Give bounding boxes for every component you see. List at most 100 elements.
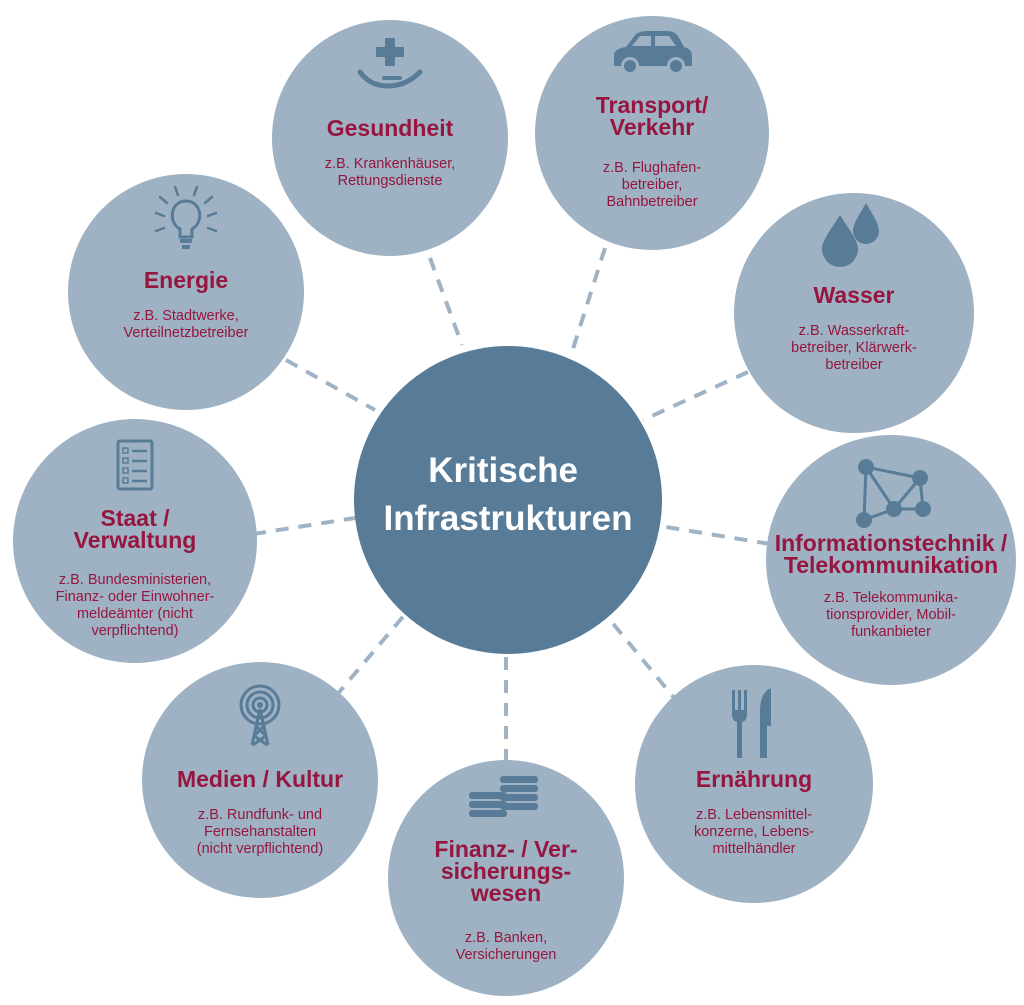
sector-node-finanz: Finanz- / Ver-sicherungs-wesen z.B. Banke… [388, 760, 624, 996]
connector-transport [570, 247, 607, 353]
sector-description-line: z.B. Rundfunk- und [198, 807, 322, 823]
sector-title-line: Telekommunikation [784, 552, 998, 578]
sector-circle [388, 760, 624, 996]
sector-circle [766, 435, 1016, 685]
sector-description-line: z.B. Wasserkraft- [799, 323, 910, 339]
sector-node-energie: Energie z.B. Stadtwerke,Verteilnetzbetrei… [68, 174, 304, 410]
connectors [252, 247, 771, 762]
sector-title: Gesundheit [327, 115, 454, 141]
center-title: Kritische Infrastrukturen [384, 451, 633, 538]
center-circle [354, 346, 662, 654]
sector-title-line: Verkehr [610, 114, 694, 140]
sector-title: Transport/Verkehr [596, 92, 709, 140]
sector-description: z.B. Lebensmittel-konzerne, Lebens-mitte… [694, 807, 814, 857]
sector-description-line: mittelhändler [712, 841, 795, 857]
sector-description-line: betreiber, [622, 177, 682, 193]
center-node: Kritische Infrastrukturen [354, 346, 662, 654]
sector-circle [535, 16, 769, 250]
sector-title-line: wesen [470, 880, 541, 906]
network-icon [856, 459, 931, 528]
sector-description-line: konzerne, Lebens- [694, 824, 814, 840]
sector-title-line: sicherungs- [441, 858, 571, 884]
sector-description-line: tionsprovider, Mobil- [826, 607, 956, 623]
sector-node-wasser: Wasser z.B. Wasserkraft-betreiber, Klärwe… [734, 193, 974, 433]
sector-nodes: Gesundheit z.B. Krankenhäuser,Rettungsdie… [13, 16, 1016, 996]
connector-medien [333, 610, 409, 699]
sector-description-line: z.B. Stadtwerke, [133, 308, 239, 324]
sector-description-line: Fernsehanstalten [204, 824, 316, 840]
sector-title: Informationstechnik /Telekommunikation [775, 530, 1008, 578]
sector-title: Energie [144, 267, 228, 293]
checklist-icon [116, 439, 154, 491]
sector-title-line: Gesundheit [327, 115, 454, 141]
broadcast-tower-icon [239, 684, 281, 747]
sector-circle [272, 20, 508, 256]
sector-description-line: Finanz- oder Einwohner- [56, 589, 215, 605]
sector-description-line: z.B. Lebensmittel- [696, 807, 812, 823]
connector-it [659, 524, 771, 546]
sector-circle [734, 193, 974, 433]
sector-title-line: Transport/ [596, 92, 709, 118]
sector-circle [68, 174, 304, 410]
sector-title-line: Informationstechnik / [775, 530, 1008, 556]
sector-node-staat: Staat /Verwaltung z.B. Bundesministerien,… [13, 419, 257, 663]
sector-description-line: betreiber [825, 357, 882, 373]
sector-node-transport: Transport/Verkehr z.B. Flughafen-betreibe… [535, 16, 769, 250]
sector-description-line: betreiber, Klärwerk- [791, 340, 917, 356]
sector-description-line: Versicherungen [456, 947, 557, 963]
sector-title-line: Wasser [814, 282, 895, 308]
sector-description-line: Bahnbetreiber [606, 194, 697, 210]
sector-title-line: Medien / Kultur [177, 766, 343, 792]
light-bulb-icon [154, 185, 218, 249]
sector-title: Ernährung [696, 766, 812, 792]
healthcare-hand-icon [357, 38, 423, 89]
sector-circle [635, 665, 873, 903]
sector-title: Finanz- / Ver-sicherungs-wesen [434, 836, 577, 906]
connector-energie [285, 358, 376, 412]
sector-description: z.B. Telekommunika-tionsprovider, Mobil-… [824, 590, 958, 640]
sector-description-line: z.B. Flughafen- [603, 160, 701, 176]
connector-ernaehrung [608, 618, 682, 707]
sector-description: z.B. Wasserkraft-betreiber, Klärwerk-bet… [791, 323, 917, 373]
sector-title: Staat /Verwaltung [74, 505, 197, 553]
sector-description-line: verpflichtend) [91, 623, 178, 639]
center-title-line: Infrastrukturen [384, 499, 633, 538]
sector-description-line: z.B. Telekommunika- [824, 590, 958, 606]
sector-node-ernaehrung: Ernährung z.B. Lebensmittel-konzerne, Leb… [635, 665, 873, 903]
fork-knife-icon [732, 688, 771, 758]
water-drops-icon [822, 203, 879, 267]
sector-node-gesundheit: Gesundheit z.B. Krankenhäuser,Rettungsdie… [272, 20, 508, 256]
sector-description: z.B. Krankenhäuser,Rettungsdienste [325, 156, 456, 189]
sector-description-line: z.B. Banken, [465, 930, 547, 946]
center-title-line: Kritische [428, 451, 578, 490]
sector-description: z.B. Bundesministerien,Finanz- oder Einw… [56, 572, 215, 639]
connector-wasser [642, 370, 749, 422]
sector-description: z.B. Flughafen-betreiber,Bahnbetreiber [603, 160, 701, 210]
coins-icon [469, 776, 538, 817]
sector-description: z.B. Banken,Versicherungen [456, 930, 557, 963]
sector-title-line: Energie [144, 267, 228, 293]
sector-description-line: meldeämter (nicht [77, 606, 193, 622]
sector-circle [13, 419, 257, 663]
sector-title-line: Finanz- / Ver- [434, 836, 577, 862]
sector-title: Wasser [814, 282, 895, 308]
sector-title-line: Ernährung [696, 766, 812, 792]
sector-description-line: funkanbieter [851, 624, 931, 640]
sector-title-line: Staat / [100, 505, 170, 531]
car-icon [614, 31, 692, 75]
sector-title: Medien / Kultur [177, 766, 343, 792]
sector-circle [142, 662, 378, 898]
sector-description-line: Verteilnetzbetreiber [124, 325, 249, 341]
connector-staat [252, 516, 356, 536]
sector-description-line: (nicht verpflichtend) [197, 841, 324, 857]
sector-description-line: Rettungsdienste [338, 173, 443, 189]
sector-description-line: z.B. Bundesministerien, [59, 572, 211, 588]
sector-description: z.B. Stadtwerke,Verteilnetzbetreiber [124, 308, 249, 341]
sector-node-it: Informationstechnik /Telekommunikation z.… [766, 435, 1016, 685]
sector-title-line: Verwaltung [74, 527, 197, 553]
sector-description-line: z.B. Krankenhäuser, [325, 156, 456, 172]
connector-gesundheit [428, 257, 464, 346]
